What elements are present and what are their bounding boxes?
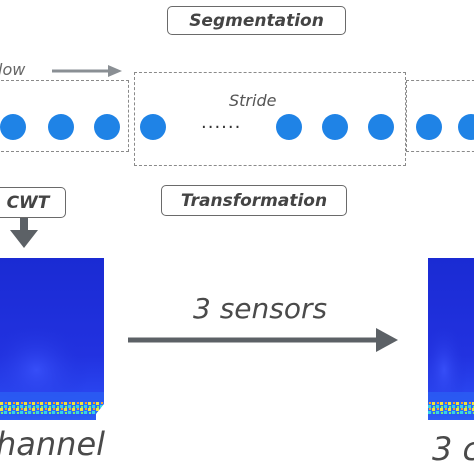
scalogram-right xyxy=(428,258,474,420)
window-arrow-icon xyxy=(52,65,122,77)
signal-dot xyxy=(322,114,348,140)
transformation-label: Transformation xyxy=(180,190,328,211)
left-caption: hannel xyxy=(0,425,106,463)
right-arrow-icon xyxy=(128,328,398,352)
cwt-tag: CWT xyxy=(0,187,66,218)
window-frame-right xyxy=(406,80,474,152)
segmentation-tag: Segmentation xyxy=(167,6,346,35)
down-arrow-icon xyxy=(10,218,38,248)
window-frame-left xyxy=(0,80,129,152)
signal-dot xyxy=(94,114,120,140)
signal-dot xyxy=(458,114,474,140)
segmentation-label: Segmentation xyxy=(189,10,324,31)
right-caption: 3 c xyxy=(432,430,474,468)
arrow-label: 3 sensors xyxy=(193,292,328,325)
scalogram-left xyxy=(0,258,104,420)
signal-dot xyxy=(0,114,26,140)
signal-dot xyxy=(416,114,442,140)
window-label: low xyxy=(0,60,26,79)
signal-dot xyxy=(276,114,302,140)
signal-dot xyxy=(368,114,394,140)
ellipsis: ...... xyxy=(201,112,242,133)
signal-dot xyxy=(140,114,166,140)
transformation-tag: Transformation xyxy=(161,185,347,216)
cwt-label: CWT xyxy=(6,192,50,213)
stride-window xyxy=(134,72,406,166)
stride-label: Stride xyxy=(229,91,277,110)
signal-dot xyxy=(48,114,74,140)
